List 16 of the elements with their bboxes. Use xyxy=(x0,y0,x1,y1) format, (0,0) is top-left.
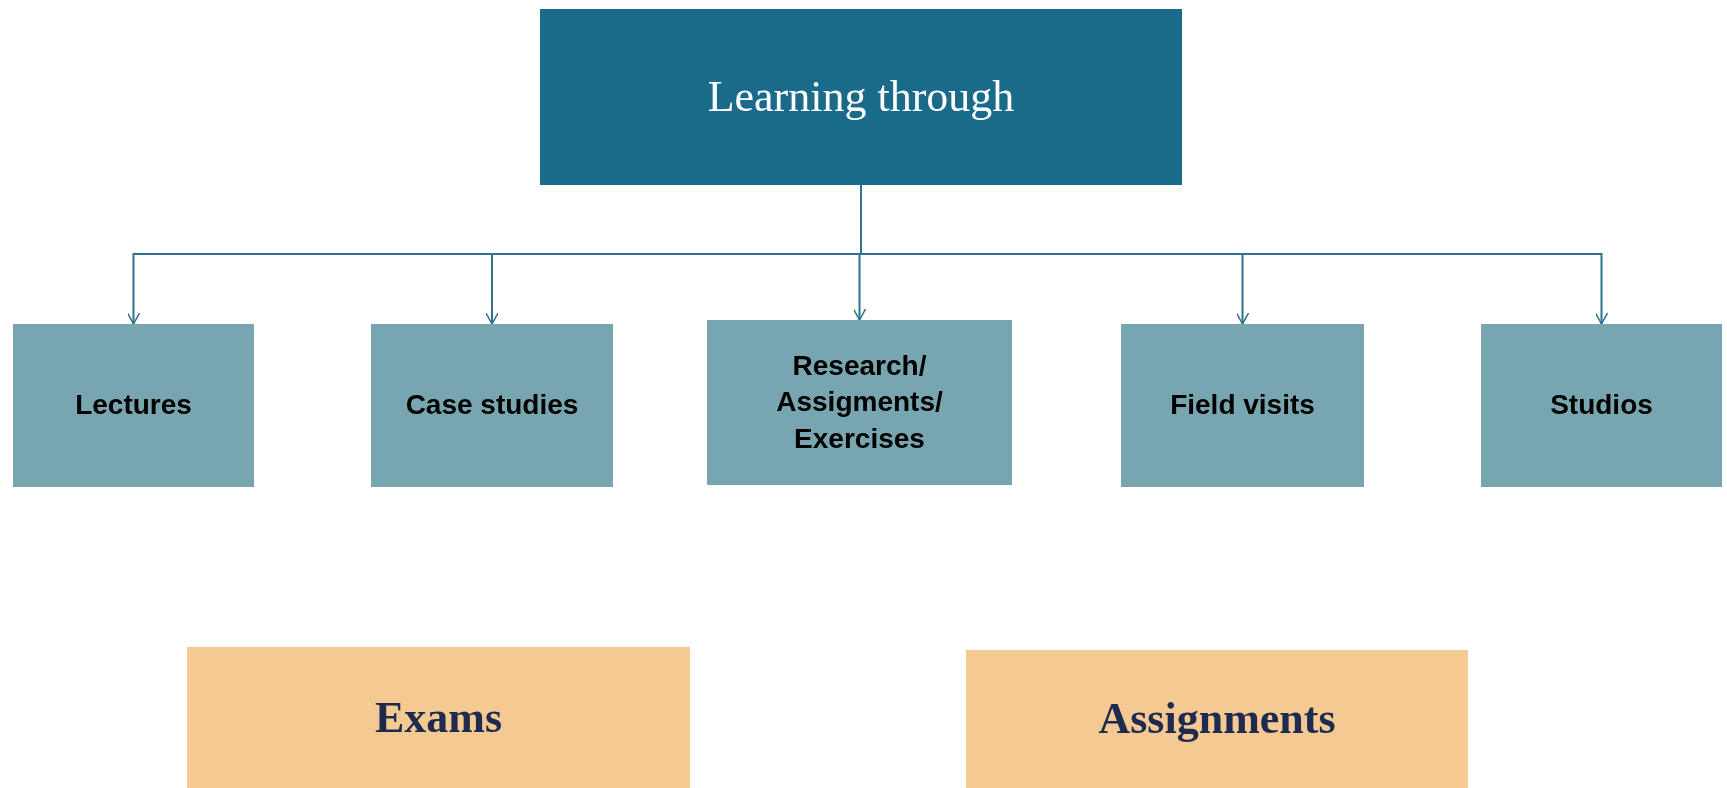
category-box xyxy=(1481,324,1722,487)
category-box xyxy=(707,320,1012,485)
box-label: Exams xyxy=(374,691,503,744)
category-box xyxy=(13,324,254,487)
box-label: Assignments xyxy=(1098,693,1336,745)
category-box xyxy=(1121,324,1364,487)
box-label: Learning through xyxy=(707,71,1015,123)
assessment-box xyxy=(966,650,1468,788)
box-label: Research/ Assigments/ Exercises xyxy=(775,348,944,456)
box-label: Field visits xyxy=(1170,388,1315,423)
category-box xyxy=(371,324,613,487)
box-label: Case studies xyxy=(405,388,579,423)
root-box xyxy=(540,9,1182,185)
assessment-box xyxy=(187,647,690,788)
box-label: Studios xyxy=(1550,388,1653,423)
box-label: Lectures xyxy=(75,388,192,423)
